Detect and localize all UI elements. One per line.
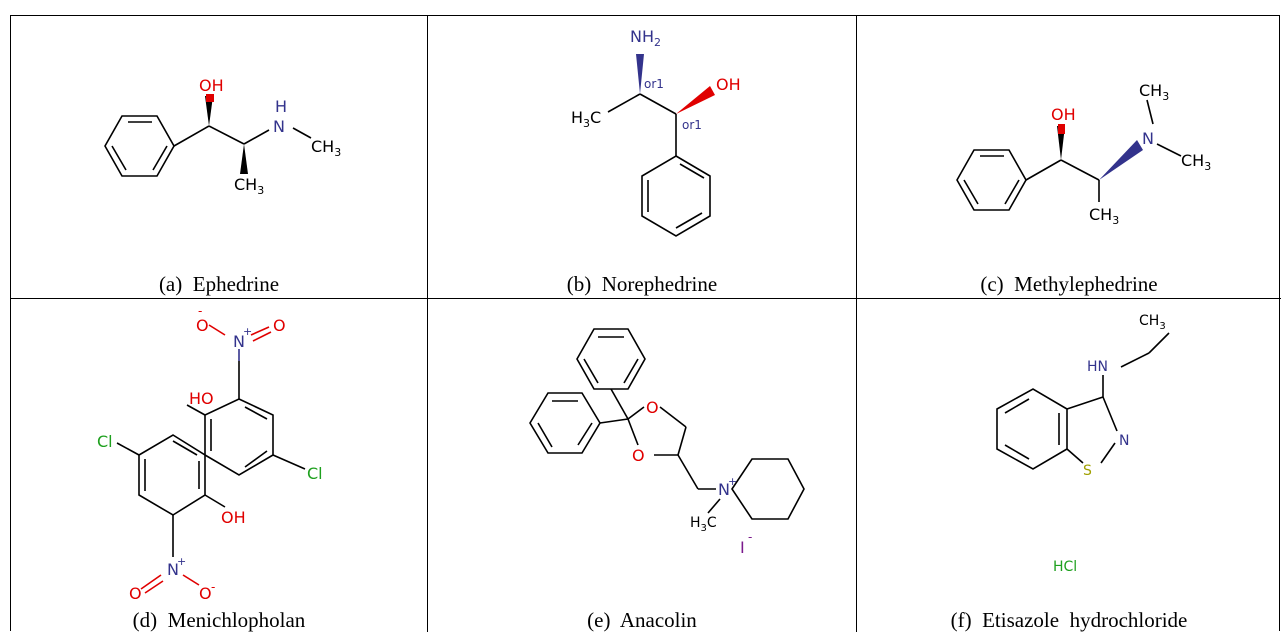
atom-label: OH [221, 508, 246, 527]
caption: (b) Norephedrine [566, 272, 718, 296]
charge-label: - [211, 580, 215, 594]
cell-anacolin: O O N + H3C I - (e) Anacolin [428, 299, 856, 632]
charge-label: + [243, 325, 252, 338]
atom-label: O [632, 446, 645, 465]
grid-divider [11, 298, 1281, 299]
structure-anacolin: O O N + H3C I - [529, 328, 805, 557]
atom-label: H3C [571, 108, 601, 130]
atom-label: O [273, 316, 286, 335]
atom-label: HN [1087, 359, 1108, 375]
charge-label: - [748, 530, 752, 544]
atom-label: O [129, 584, 142, 603]
atom-label: N [718, 480, 730, 499]
atom-label: OH [1051, 105, 1076, 124]
atom-label: I [740, 538, 745, 557]
atom-label: S [1083, 463, 1092, 479]
grid-divider [427, 16, 428, 632]
atom-label: CH3 [1181, 151, 1211, 173]
atom-label: HCl [1053, 559, 1077, 575]
charge-label: - [198, 304, 202, 318]
atom-label: Cl [97, 432, 113, 451]
grid-divider [856, 16, 857, 632]
atom-label: O [199, 584, 212, 603]
atom-label: HO [189, 389, 214, 408]
cell-norephedrine: NH2 or1 or1 OH H3C (b) Norephedrine [428, 16, 856, 298]
structure-ephedrine: OH H N CH3 CH3 [104, 76, 341, 197]
cell-methylephedrine: OH N CH3 CH3 CH3 (c) Methylephedrine [857, 16, 1281, 298]
atom-label: H [275, 97, 287, 116]
cell-menichlopholan: O - N + O HO Cl Cl OH N + O O - (d) Meni… [11, 299, 427, 632]
structure-norephedrine: NH2 or1 or1 OH H3C [571, 27, 741, 237]
caption: (f) Etisazole hydrochloride [950, 608, 1188, 632]
atom-label: CH3 [1139, 313, 1166, 332]
charge-label: + [177, 555, 186, 568]
atom-label: N [233, 332, 245, 351]
structure-etisazole: CH3 HN N S HCl [996, 313, 1170, 575]
structure-menichlopholan: O - N + O HO Cl Cl OH N + O O - [97, 304, 323, 603]
caption: (e) Anacolin [587, 608, 697, 632]
atom-label: H3C [690, 515, 717, 534]
atom-label: NH2 [630, 27, 661, 49]
cell-etisazole-hydrochloride: CH3 HN N S HCl (f) Etisazole hydrochlori… [857, 299, 1281, 632]
structure-methylephedrine: OH N CH3 CH3 CH3 [956, 81, 1211, 227]
cell-ephedrine: OH H N CH3 CH3 (a) Ephedrine [11, 16, 427, 298]
stereo-label: or1 [682, 118, 702, 132]
atom-label: CH3 [1089, 205, 1119, 227]
atom-label: N [167, 560, 179, 579]
caption: (d) Menichlopholan [132, 608, 306, 632]
atom-label: N [1142, 129, 1154, 148]
atom-label: OH [199, 76, 224, 95]
figure-grid: OH H N CH3 CH3 (a) Ephedrine NH2 or1 or1 [10, 15, 1281, 632]
stereo-label: or1 [644, 77, 664, 91]
atom-label: Cl [307, 464, 323, 483]
atom-label: CH3 [234, 175, 264, 197]
caption: (a) Ephedrine [158, 272, 280, 296]
atom-label: O [196, 316, 209, 335]
atom-label: N [273, 117, 285, 136]
atom-label: O [646, 398, 659, 417]
atom-label: OH [716, 75, 741, 94]
atom-label: CH3 [311, 137, 341, 159]
atom-label: N [1119, 433, 1129, 449]
caption: (c) Methylephedrine [980, 272, 1158, 296]
atom-label: CH3 [1139, 81, 1169, 103]
charge-label: + [728, 475, 737, 488]
